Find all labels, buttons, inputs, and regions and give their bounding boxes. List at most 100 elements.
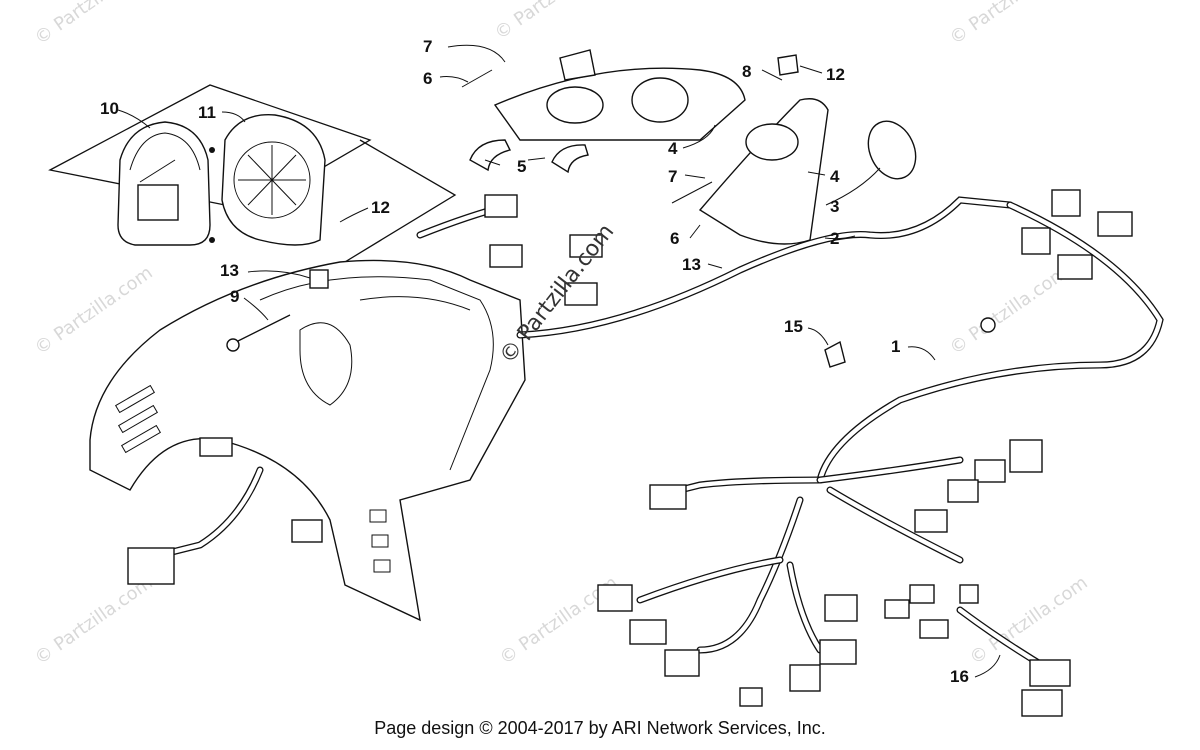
- callout-7: 7: [668, 167, 677, 186]
- leader-line: [825, 167, 881, 206]
- dash-gauge-opening: [299, 322, 353, 406]
- housing-cylinder: [546, 86, 604, 124]
- connector: [947, 479, 979, 503]
- callout-16: 16: [950, 667, 969, 686]
- connector: [664, 649, 700, 677]
- wire-ring-tie: [867, 120, 917, 180]
- connector: [199, 437, 233, 457]
- leader-line: [339, 207, 369, 223]
- connector: [824, 594, 858, 622]
- callout-3: 3: [830, 197, 839, 216]
- leader-line: [682, 124, 716, 149]
- leader-line: [799, 65, 823, 74]
- leader-line: [689, 224, 701, 239]
- connector: [819, 639, 857, 665]
- watermark-text: © Partzilla.com: [31, 572, 157, 669]
- springs: [226, 69, 713, 352]
- gauge-dial-arc: [129, 132, 201, 171]
- watermark-text: © Partzilla.com: [31, 262, 157, 359]
- dash-panel-ridge: [359, 296, 471, 311]
- callout-labels: 7 6 10 11 5 4 7 8 12 4 3 2 6 13 12 13 9 …: [100, 37, 969, 686]
- leader-line: [117, 109, 151, 129]
- connector: [489, 244, 523, 268]
- housing-cylinder: [745, 123, 799, 161]
- bezel-spokes: [238, 145, 306, 215]
- leader-line: [974, 654, 1001, 678]
- connector: [909, 584, 935, 604]
- leader-line: [243, 297, 269, 321]
- dash-panel-contour: [259, 276, 494, 471]
- gauge-assembly: [48, 84, 457, 266]
- connector: [884, 599, 910, 619]
- upper-housing-shell: [493, 67, 746, 141]
- leader-line: [439, 76, 469, 83]
- connector: [1051, 189, 1081, 217]
- leader-line: [824, 235, 856, 240]
- connector: [974, 459, 1006, 483]
- connector: [1009, 439, 1043, 473]
- connector: [291, 519, 323, 543]
- diagnostic-connector: [127, 547, 175, 585]
- leader-line: [684, 174, 706, 179]
- leader-line: [761, 69, 783, 81]
- callout-11: 11: [198, 103, 216, 122]
- page-footer: Page design © 2004-2017 by ARI Network S…: [374, 718, 826, 738]
- elbow-fittings: [469, 139, 589, 174]
- connector: [789, 664, 821, 692]
- callout-2: 2: [830, 229, 839, 248]
- connector: [564, 282, 598, 306]
- watermark-text: © Partzilla.com: [946, 0, 1072, 49]
- callout-14: 12: [826, 65, 845, 84]
- leader-lines: [117, 44, 1001, 678]
- watermark-text: © Partzilla.com: [31, 0, 157, 49]
- callout-15: 15: [784, 317, 803, 336]
- gauge-needle: [139, 159, 176, 183]
- connector: [1021, 689, 1063, 717]
- callout-14: 13: [682, 255, 701, 274]
- speedometer-gauge: [117, 121, 211, 246]
- connector: [597, 584, 633, 612]
- leader-line: [907, 346, 936, 361]
- bezel-guide-lines: [339, 139, 457, 266]
- connector: [739, 687, 763, 707]
- dash-vent-slots: [114, 384, 391, 573]
- leader-line: [247, 270, 311, 279]
- leader-line: [484, 159, 501, 166]
- callout-5: 5: [517, 157, 526, 176]
- connector: [1057, 254, 1093, 280]
- callout-13: 13: [220, 261, 239, 280]
- connector: [309, 269, 329, 289]
- connector: [959, 584, 979, 604]
- partzilla-watermark: © Partzilla.com: [495, 220, 619, 369]
- connector: [919, 619, 949, 639]
- callout-4: 4: [668, 139, 678, 158]
- callout-12: 12: [371, 198, 390, 217]
- ring-terminal: [980, 317, 996, 333]
- callout-8: 8: [742, 62, 751, 81]
- bezel-opening: [233, 141, 311, 219]
- gauge-lcd-display: [137, 184, 179, 221]
- wiring-harness-branches: [156, 201, 1054, 674]
- connector: [914, 509, 948, 533]
- side-housing: [698, 54, 829, 245]
- leader-line: [707, 263, 723, 269]
- clip-tab: [777, 54, 799, 76]
- spring: [461, 69, 493, 88]
- callout-7: 7: [423, 37, 432, 56]
- leader-line: [527, 157, 546, 161]
- callout-9: 9: [230, 287, 239, 306]
- gauge-screw: [209, 147, 215, 153]
- leader-line: [221, 111, 246, 123]
- callout-6: 6: [423, 69, 432, 88]
- elbow-fitting: [469, 139, 512, 172]
- connector: [629, 619, 667, 645]
- connector: [1029, 659, 1071, 687]
- wiring-harness-main: [516, 196, 1164, 484]
- connector: [484, 194, 518, 218]
- connectors: [127, 189, 1133, 717]
- bolt-head: [226, 338, 240, 352]
- callout-10: 10: [100, 99, 119, 118]
- connector: [1021, 227, 1051, 255]
- mount-bracket: [559, 49, 596, 81]
